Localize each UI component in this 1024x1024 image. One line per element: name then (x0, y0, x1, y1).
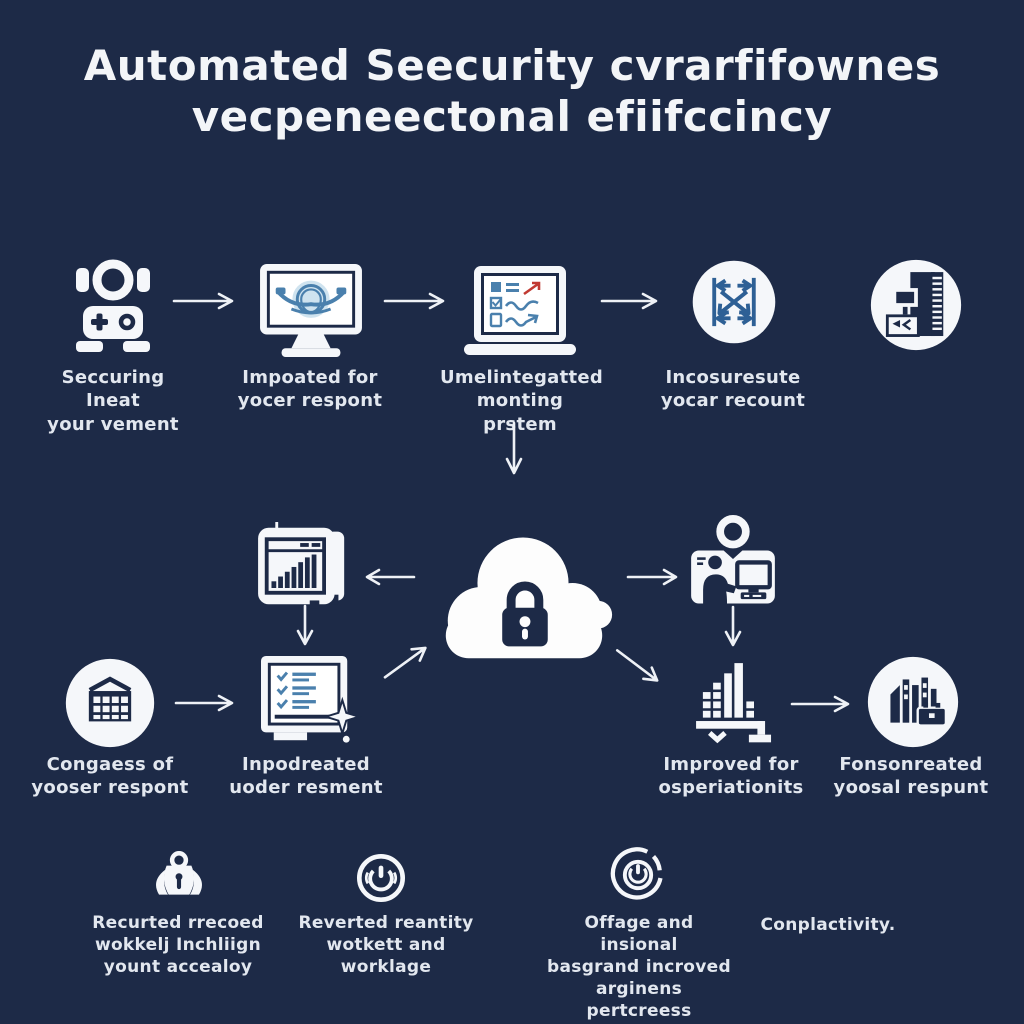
caption-line: Recurted rrecoed (92, 913, 264, 933)
server-book-icon (869, 258, 963, 352)
caption-line: Umelintegatted (440, 367, 604, 388)
caption-step-6: Inpodreated uoder resment (226, 753, 386, 800)
arrow-down-icon (724, 605, 742, 647)
caption-footer-1: Recurted rrecoed wokkelj Inchliign yount… (88, 912, 268, 978)
arrow-down-icon (505, 421, 523, 475)
caption-line: wotkett and (326, 935, 446, 956)
user-workstation-icon (686, 514, 780, 616)
caption-footer-3: Offage and insional basgrand incroved ar… (544, 912, 734, 1022)
caption-line: basgrand incroved (547, 957, 731, 978)
cloud-lock-icon (424, 511, 622, 663)
caption-step-3: Umelintegatted monting prstem (440, 366, 604, 436)
caption-line: Offage and insional (584, 913, 694, 956)
caption-line: yocar recount (660, 390, 806, 412)
caption-step-1: Seccuring Ineat your vement (33, 366, 193, 436)
caption-line: arginens pertcreess (586, 979, 692, 1022)
arrow-right-icon (790, 695, 850, 713)
arrow-right-icon (174, 694, 234, 712)
caption-line: Inpodreated (242, 754, 370, 775)
caption-line: yooser respont (31, 777, 189, 799)
caption-line: Impoated for (242, 367, 378, 388)
caption-line: Conplactivity. (760, 915, 896, 935)
title-line-2: vecpeneectonal efiifccincy (191, 92, 833, 142)
caption-step-7: Improved for osperiationits (651, 753, 811, 800)
buildings-icon (866, 655, 960, 749)
laptop-checklist-icon (460, 264, 580, 358)
caption-line: Improved for (663, 754, 799, 775)
title-line-1: Automated Seecurity cvrarfifownes (83, 41, 941, 90)
caption-footer-2: Reverted reantity wotkett and worklage (296, 912, 476, 978)
caption-line: Fonsonreated (839, 754, 983, 775)
caption-footer-4: Conplactivity. (738, 914, 918, 936)
caption-step-2: Impoated for yocer respont (230, 366, 390, 413)
arrow-right-icon (626, 568, 678, 586)
monitor-globe-icon (252, 262, 370, 360)
padlock-icon (148, 845, 210, 907)
arrow-right-icon (172, 292, 234, 310)
arrow-down-right-icon (615, 649, 659, 682)
arrow-right-icon (600, 292, 658, 310)
arrow-left-icon (365, 568, 416, 586)
caption-line: worklage (340, 957, 432, 978)
caption-line: osperiationits (658, 777, 804, 799)
analytics-window-icon (256, 522, 352, 610)
arrow-down-icon (296, 604, 314, 646)
caption-line: monting prstem (476, 390, 564, 435)
caption-line: your vement (47, 413, 179, 435)
robot-assistant-icon (63, 255, 163, 357)
caption-line: Reverted reantity (298, 913, 474, 933)
bar-chart-icon (684, 658, 778, 750)
caption-step-4: Incosuresute yocar recount (653, 366, 813, 413)
caption-line: uoder resment (229, 777, 383, 799)
monitor-tasks-icon (256, 653, 364, 751)
power-button-icon (350, 847, 412, 909)
arrow-right-icon (383, 292, 445, 310)
caption-line: yocer respont (237, 390, 383, 412)
caption-line: wokkelj Inchliign (94, 935, 262, 956)
caption-step-8: Fonsonreated yoosal respunt (831, 753, 991, 800)
calendar-building-icon (64, 657, 156, 749)
caption-line: Seccuring Ineat (61, 367, 165, 412)
caption-line: Incosuresute (665, 367, 801, 388)
caption-line: yoosal respunt (833, 777, 989, 799)
power-cycle-icon (607, 844, 669, 906)
caption-step-5: Congaess of yooser respont (30, 753, 190, 800)
sync-arrows-icon (691, 259, 777, 345)
caption-line: Congaess of (46, 754, 174, 775)
arrow-up-right-icon (383, 646, 427, 679)
caption-line: yount accealoy (103, 957, 253, 978)
page-title: Automated Seecurity cvrarfifownes vecpen… (0, 40, 1024, 142)
